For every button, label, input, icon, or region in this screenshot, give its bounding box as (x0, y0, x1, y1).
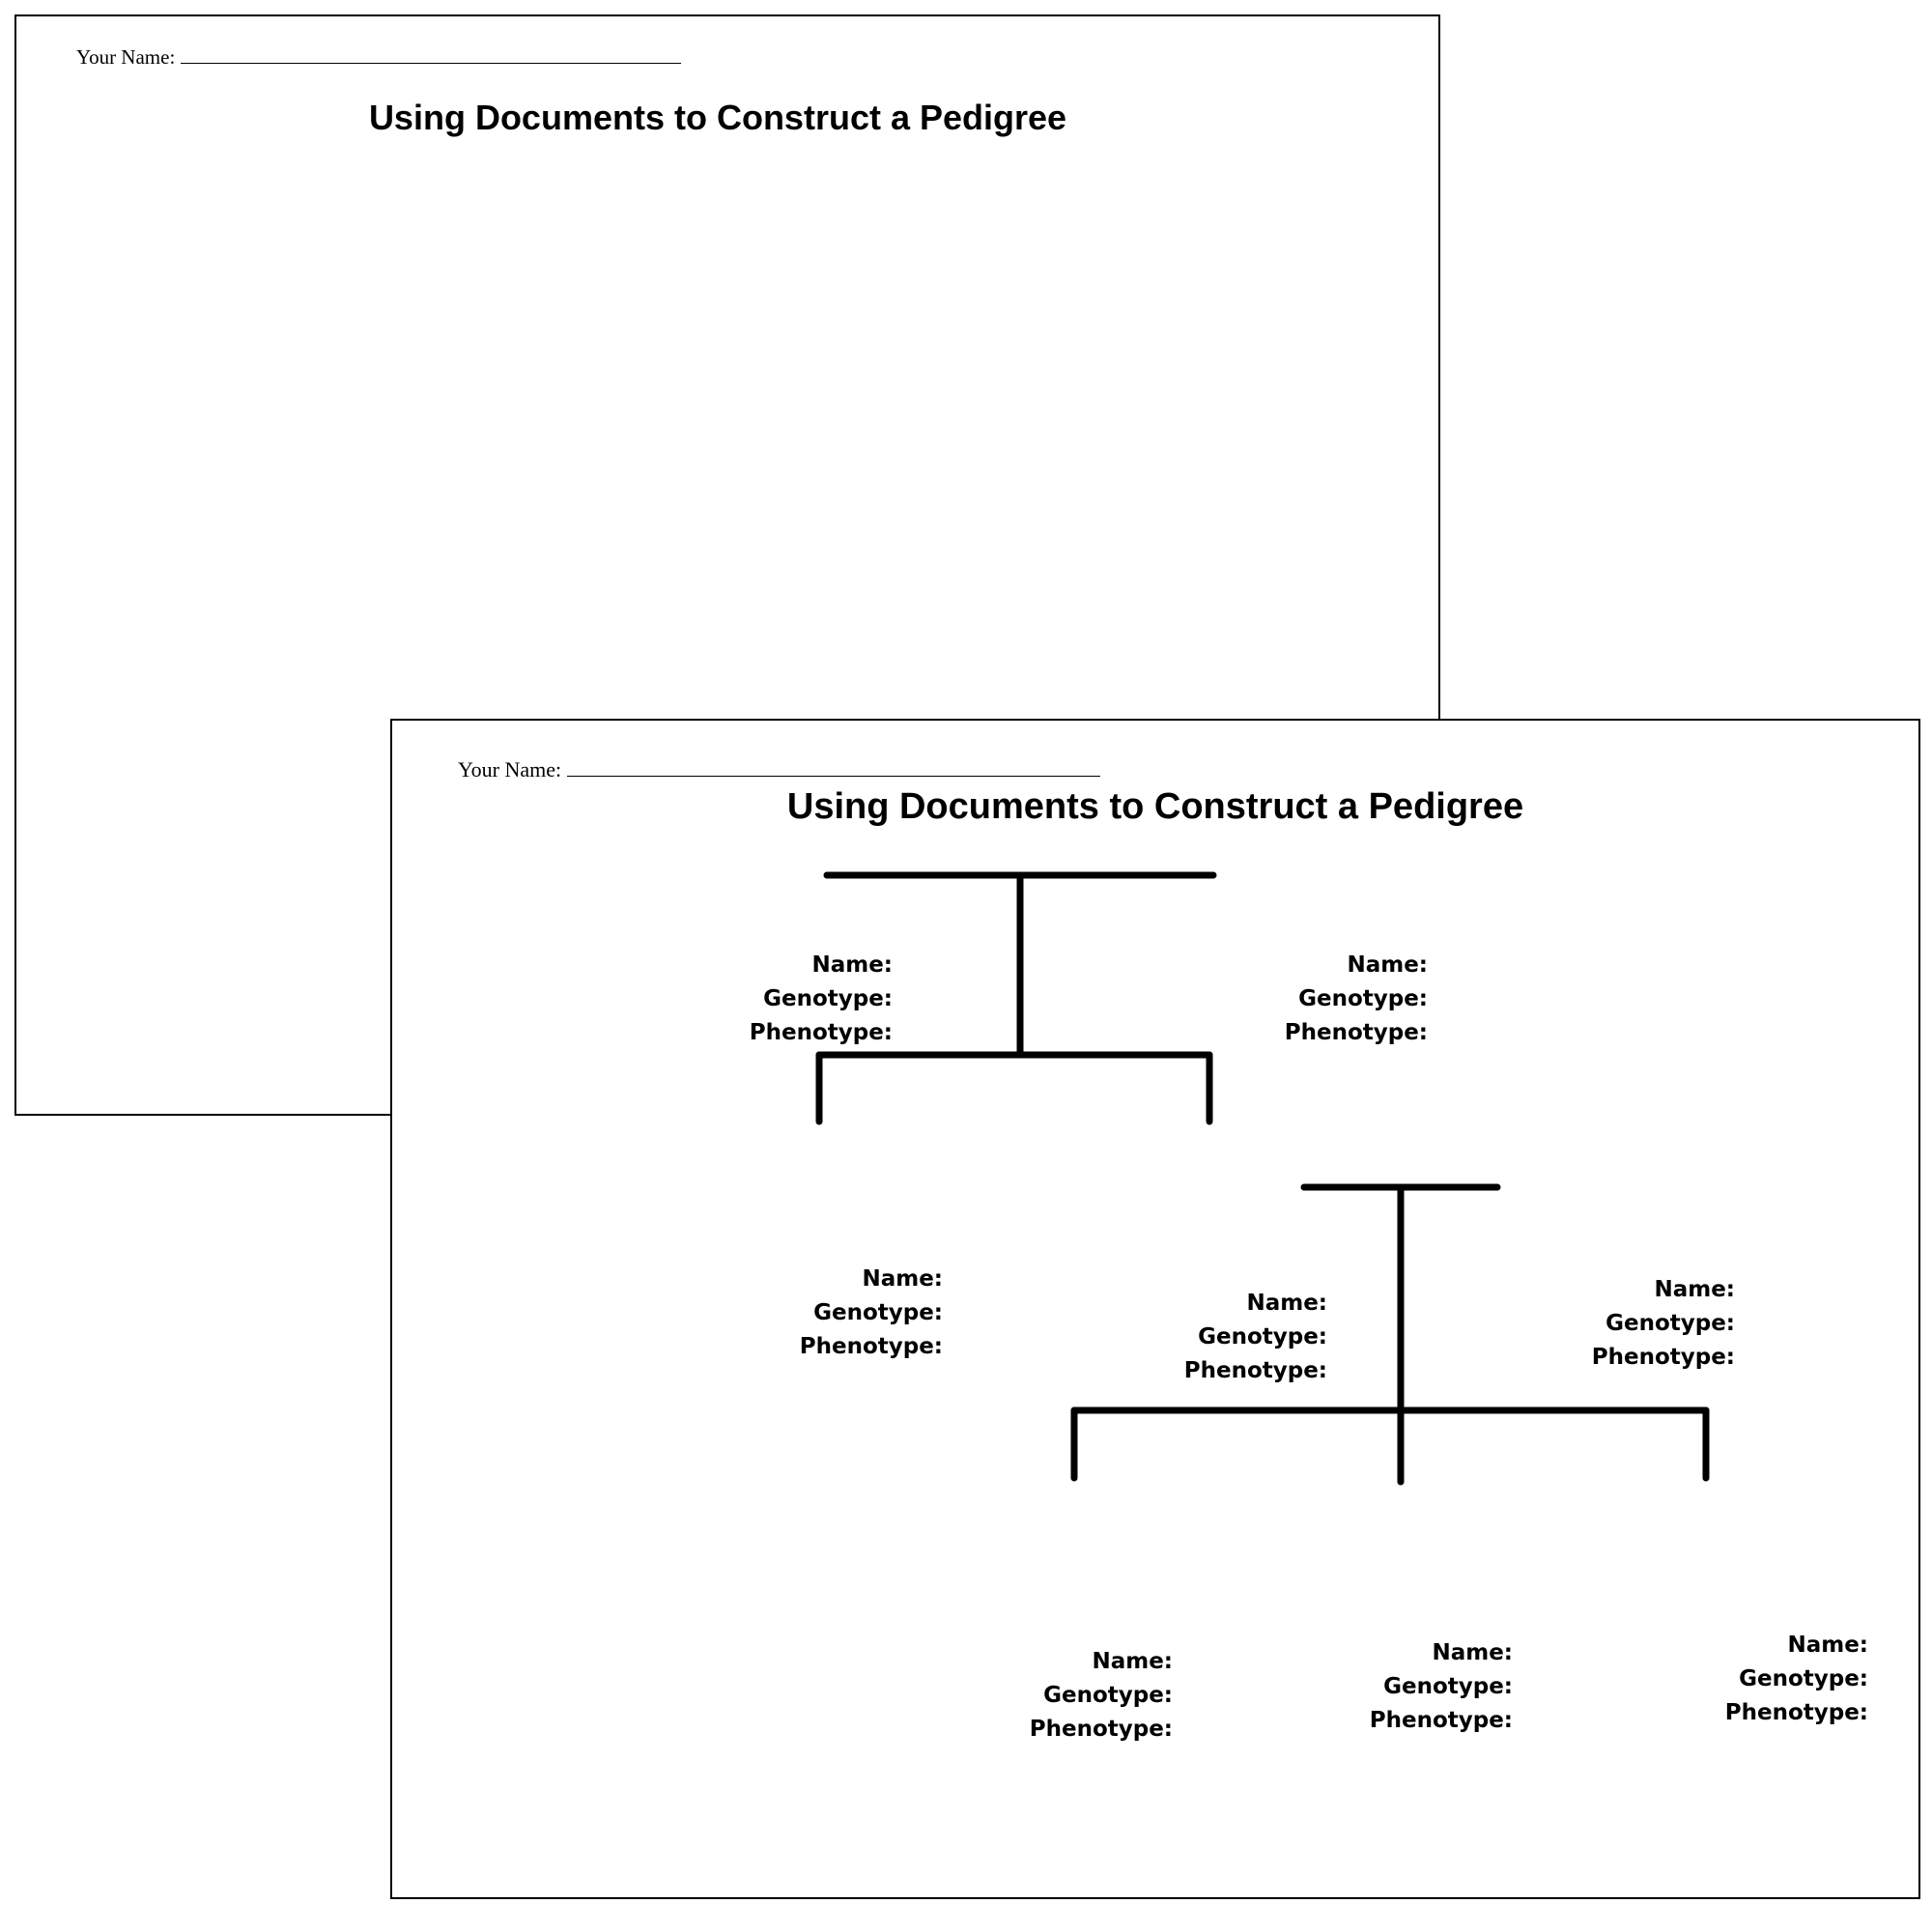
person-info-grandparent-left: Name: Genotype: Phenotype: (750, 949, 893, 1050)
person-info-spouse: Name: Genotype: Phenotype: (1592, 1273, 1735, 1375)
person-info-grandchild-1: Name: Genotype: Phenotype: (1030, 1645, 1173, 1747)
phenotype-label: Phenotype: (1591, 1345, 1735, 1370)
genotype-label: Genotype: (1198, 1324, 1327, 1350)
your-name-blank[interactable] (181, 47, 682, 64)
your-name-label: Your Name: (458, 757, 562, 781)
person-info-child-left: Name: Genotype: Phenotype: (800, 1263, 943, 1364)
genotype-label: Genotype: (1739, 1666, 1868, 1691)
phenotype-label: Phenotype: (1284, 1020, 1428, 1045)
worksheet-page-front: Your Name: Using Documents to Construct … (390, 719, 1920, 1899)
page-title: Using Documents to Construct a Pedigree (368, 98, 1067, 137)
person-info-child-right: Name: Genotype: Phenotype: (1184, 1287, 1327, 1388)
pedigree-chart (815, 871, 1710, 1486)
name-label: Name: (1432, 1640, 1513, 1665)
name-label: Name: (862, 1266, 943, 1292)
your-name-label: Your Name: (76, 45, 176, 69)
phenotype-label: Phenotype: (1183, 1358, 1327, 1383)
genotype-label: Genotype: (1605, 1311, 1735, 1336)
genotype-label: Genotype: (813, 1300, 943, 1325)
your-name-blank[interactable] (567, 760, 1101, 777)
name-label: Name: (811, 952, 893, 978)
genotype-label: Genotype: (1298, 986, 1428, 1011)
genotype-label: Genotype: (1043, 1683, 1173, 1708)
person-info-grandparent-right: Name: Genotype: Phenotype: (1285, 949, 1428, 1050)
phenotype-label: Phenotype: (1724, 1700, 1868, 1725)
your-name-row: Your Name: (458, 757, 1101, 782)
name-label: Name: (1092, 1649, 1173, 1674)
phenotype-label: Phenotype: (1029, 1717, 1173, 1742)
your-name-row: Your Name: (76, 45, 682, 70)
page-title: Using Documents to Construct a Pedigree (786, 786, 1524, 827)
person-info-grandchild-3: Name: Genotype: Phenotype: (1725, 1629, 1868, 1730)
person-info-grandchild-2: Name: Genotype: Phenotype: (1370, 1636, 1513, 1738)
name-label: Name: (1246, 1291, 1327, 1316)
phenotype-label: Phenotype: (749, 1020, 893, 1045)
genotype-label: Genotype: (1383, 1674, 1513, 1699)
phenotype-label: Phenotype: (799, 1334, 943, 1359)
name-label: Name: (1347, 952, 1428, 978)
genotype-label: Genotype: (763, 986, 893, 1011)
name-label: Name: (1787, 1633, 1868, 1658)
name-label: Name: (1654, 1277, 1735, 1302)
phenotype-label: Phenotype: (1369, 1708, 1513, 1733)
